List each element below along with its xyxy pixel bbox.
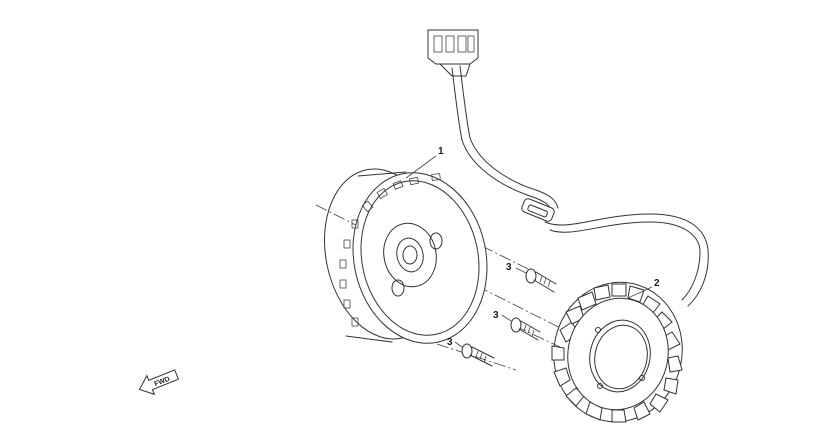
callout-flywheel: 1	[438, 146, 444, 157]
bolt-middle	[510, 317, 541, 341]
wire-connector-icon	[427, 29, 479, 77]
bolt-upper	[525, 268, 557, 293]
fwd-arrow-icon: FWD	[138, 369, 180, 396]
callout-bolt-lower: 3	[447, 337, 453, 348]
flywheel	[324, 168, 488, 344]
callout-stator: 2	[654, 278, 660, 289]
bolt-lower	[461, 343, 495, 367]
callout-bolt-middle: 3	[493, 310, 499, 321]
wire-harness	[451, 65, 709, 307]
leader-lines	[405, 155, 653, 348]
stator	[551, 281, 683, 423]
callout-bolt-upper: 3	[506, 262, 512, 273]
